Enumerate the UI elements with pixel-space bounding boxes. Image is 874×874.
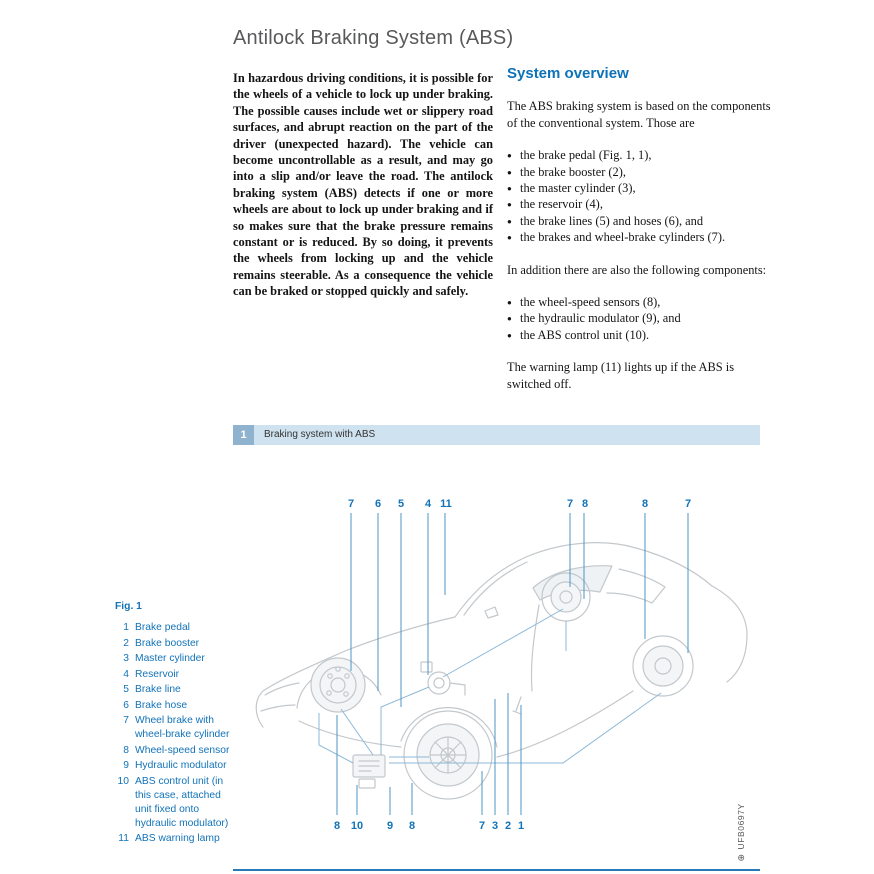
callout-number: 7	[479, 820, 485, 832]
legend-item-number: 9	[123, 760, 129, 771]
legend-item-label: Wheel-speed sensor	[135, 744, 230, 756]
page-title: Antilock Braking System (ABS)	[233, 27, 514, 50]
legend-item-number: 3	[123, 653, 129, 664]
component-list-1: the brake pedal (Fig. 1, 1), the brake b…	[507, 147, 771, 247]
callout-number: 5	[398, 498, 404, 510]
figure-header: 1 Braking system with ABS	[233, 425, 760, 445]
legend-item: 10 ABS control unit (in this case, attac…	[115, 775, 231, 831]
callout-number: 8	[642, 498, 648, 510]
callout-number: 7	[348, 498, 354, 510]
section-heading: System overview	[507, 65, 629, 82]
list-item: the brake pedal (Fig. 1, 1),	[507, 147, 771, 165]
overview-paragraph-1: The ABS braking system is based on the c…	[507, 99, 771, 130]
legend-item-label: Brake hose	[135, 699, 188, 711]
legend-item-label: Hydraulic modulator	[135, 760, 227, 771]
legend-item-label: Brake pedal	[135, 622, 190, 633]
callout-number: 7	[685, 498, 691, 510]
callout-number: 6	[375, 498, 381, 510]
hydraulic-lines	[318, 608, 662, 764]
callout-number: 9	[387, 820, 393, 832]
list-item: the hydraulic modulator (9), and	[507, 310, 771, 328]
legend-item-label: ABS control unit (in this case, attached…	[135, 775, 229, 829]
legend-item-number: 8	[123, 744, 129, 756]
list-item: the brakes and wheel-brake cylinders (7)…	[507, 229, 771, 247]
abs-diagram: 7 6 5 4 11 7 8 8 7 8 10 9 8 7 3 2 1	[255, 498, 748, 832]
callout-numbers: 7 6 5 4 11 7 8 8 7 8 10 9 8 7 3 2 1	[334, 498, 691, 832]
legend-item: 1 Brake pedal	[115, 621, 231, 635]
legend-item-number: 4	[123, 668, 129, 680]
legend-item: 9 Hydraulic modulator	[115, 759, 231, 773]
legend-item: 4 Reservoir	[115, 668, 231, 682]
callout-number: 8	[582, 498, 588, 510]
component-list-2: the wheel-speed sensors (8), the hydraul…	[507, 294, 771, 345]
callout-number: 3	[492, 820, 498, 832]
legend-item-number: 2	[123, 637, 129, 649]
figure-body: 7 6 5 4 11 7 8 8 7 8 10 9 8 7 3 2 1	[233, 445, 760, 868]
callout-number: 10	[351, 820, 363, 832]
legend-item-label: Brake line	[135, 684, 181, 695]
legend-item-label: Wheel brake with wheel-brake cylinder	[135, 715, 230, 740]
list-item: the brake booster (2),	[507, 164, 771, 182]
callout-number: 11	[440, 498, 452, 510]
legend-item-number: 6	[123, 699, 129, 711]
intro-paragraph: In hazardous driving conditions, it is p…	[233, 71, 493, 299]
reference-code-text: UFB0697Y	[736, 803, 746, 850]
legend-item-label: ABS warning lamp	[135, 833, 220, 844]
callout-number: 8	[409, 820, 415, 832]
figure-legend: Fig. 1 1 Brake pedal 2 Brake booster 3 M…	[115, 600, 231, 848]
callout-number: 7	[567, 498, 573, 510]
legend-item-label: Reservoir	[135, 668, 180, 680]
figure-number-badge: 1	[233, 425, 254, 445]
callout-number: 1	[518, 820, 524, 832]
legend-item-number: 11	[118, 833, 129, 844]
figure-1: 1 Braking system with ABS	[233, 425, 760, 868]
page-footer-rule	[233, 869, 760, 871]
list-item: the ABS control unit (10).	[507, 327, 771, 345]
callout-number: 8	[334, 820, 340, 832]
list-item: the wheel-speed sensors (8),	[507, 294, 771, 312]
legend-item: 2 Brake booster	[115, 637, 231, 651]
callout-number: 4	[425, 498, 432, 510]
figure-caption: Braking system with ABS	[264, 429, 376, 440]
list-item: the master cylinder (3),	[507, 180, 771, 198]
legend-item-number: 5	[123, 684, 129, 695]
brand-mark-icon: ⊕	[736, 853, 746, 862]
callout-leader-lines	[336, 513, 689, 815]
list-item: the brake lines (5) and hoses (6), and	[507, 213, 771, 231]
legend-item-number: 7	[123, 715, 129, 726]
legend-item: 3 Master cylinder	[115, 652, 231, 666]
legend-item: 11 ABS warning lamp	[115, 832, 231, 846]
legend-item: 6 Brake hose	[115, 699, 231, 713]
legend-item: 7 Wheel brake with wheel-brake cylinder	[115, 714, 231, 742]
overview-paragraph-3: The warning lamp (11) lights up if the A…	[507, 360, 735, 391]
list-item: the reservoir (4),	[507, 196, 771, 214]
car-illustration	[255, 542, 748, 800]
legend-title: Fig. 1	[115, 601, 142, 612]
callout-number: 2	[505, 820, 511, 832]
legend-item: 8 Wheel-speed sensor	[115, 744, 231, 758]
legend-item-label: Master cylinder	[135, 653, 205, 664]
legend-item-number: 10	[117, 775, 129, 787]
legend-item: 5 Brake line	[115, 683, 231, 697]
figure-reference-code: ⊕ UFB0697Y	[736, 803, 746, 862]
overview-paragraph-2: In addition there are also the following…	[507, 262, 767, 277]
system-overview-section: System overview The ABS braking system i…	[507, 65, 771, 408]
legend-item-label: Brake booster	[135, 637, 200, 649]
legend-item-number: 1	[123, 622, 129, 633]
